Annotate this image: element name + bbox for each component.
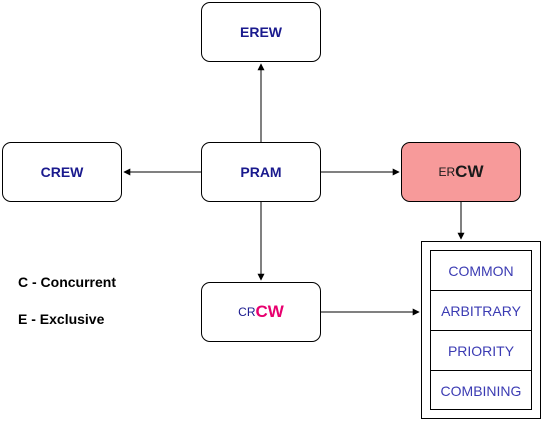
node-crcw-prefix: CR	[238, 305, 256, 319]
node-pram-label: PRAM	[240, 164, 282, 180]
node-pram[interactable]: PRAM	[201, 142, 321, 202]
node-crcw-suffix: CW	[255, 302, 284, 321]
node-erew-label: EREW	[240, 24, 282, 40]
policy-arbitrary[interactable]: ARBITRARY	[431, 291, 531, 331]
legend-concurrent: C - Concurrent	[18, 274, 116, 290]
node-erew[interactable]: EREW	[201, 2, 321, 62]
legend-exclusive: E - Exclusive	[18, 311, 105, 327]
node-crew-label: CREW	[40, 164, 84, 180]
node-ercw-suffix: CW	[455, 162, 484, 181]
policy-combining[interactable]: COMBINING	[440, 383, 522, 399]
write-policy-list: COMMON ARBITRARY PRIORITY COMBINING	[430, 250, 532, 410]
node-ercw-prefix: ER	[438, 165, 456, 179]
write-policy-box: COMMON ARBITRARY PRIORITY COMBINING	[421, 241, 541, 419]
policy-priority[interactable]: PRIORITY	[431, 331, 531, 371]
policy-common[interactable]: COMMON	[431, 251, 531, 291]
node-crew[interactable]: CREW	[2, 142, 122, 202]
